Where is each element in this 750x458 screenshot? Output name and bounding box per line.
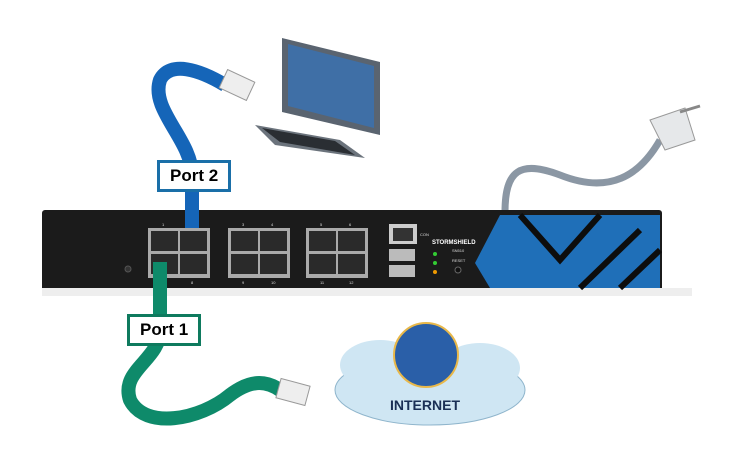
port-number: 4 — [271, 222, 274, 227]
ethernet-port[interactable] — [260, 254, 287, 274]
port-number: 8 — [191, 280, 194, 285]
internet-cloud-icon: INTERNET — [334, 322, 526, 426]
usb-port — [389, 265, 415, 277]
port-number: 6 — [349, 222, 352, 227]
port-number: 3 — [242, 222, 245, 227]
ethernet-port[interactable] — [231, 231, 258, 251]
brand-label: STORMSHIELD — [432, 240, 476, 246]
port2-label: Port 2 — [157, 160, 232, 192]
ethernet-port[interactable] — [338, 231, 365, 251]
port1-cable — [121, 262, 284, 426]
power-plug-icon — [649, 104, 701, 151]
model-label: SN510 — [452, 248, 465, 253]
port-number: 1 — [162, 222, 165, 227]
ethernet-port[interactable] — [180, 254, 207, 274]
ethernet-port[interactable] — [338, 254, 365, 274]
console-label: CON — [420, 232, 429, 237]
reset-label: RESET — [452, 258, 466, 263]
ethernet-port[interactable] — [309, 254, 336, 274]
internet-label: INTERNET — [390, 397, 460, 413]
port-number: 10 — [271, 280, 276, 285]
port2-cable — [151, 61, 229, 228]
port1-label: Port 1 — [127, 314, 202, 346]
globe-icon — [393, 322, 459, 388]
rj45-connector — [218, 68, 256, 102]
ethernet-port[interactable] — [309, 231, 336, 251]
ethernet-port[interactable] — [180, 231, 207, 251]
usb-port — [389, 249, 415, 261]
port-number: 9 — [242, 280, 245, 285]
reset-button[interactable] — [454, 266, 462, 274]
ethernet-port[interactable] — [151, 231, 178, 251]
computer-icon — [255, 38, 380, 158]
port-number: 5 — [320, 222, 323, 227]
port-number: 11 — [320, 280, 325, 285]
port-number: 12 — [349, 280, 354, 285]
ethernet-port[interactable] — [260, 231, 287, 251]
power-cable — [501, 138, 664, 213]
rj45-connector — [275, 377, 311, 407]
ethernet-port[interactable] — [231, 254, 258, 274]
